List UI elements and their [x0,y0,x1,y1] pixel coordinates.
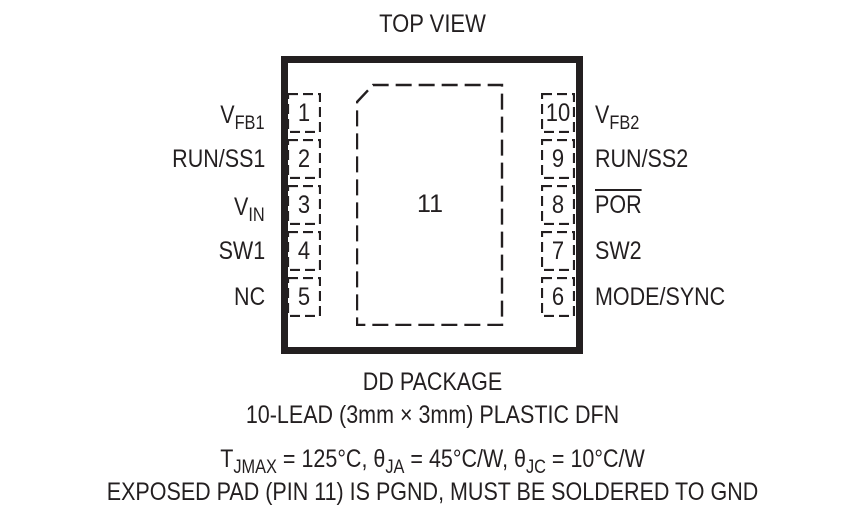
pin-label: POR [595,185,642,225]
pin-label: MODE/SYNC [595,283,726,311]
pin-pad-outline [541,231,575,271]
pin-label: SW2 [595,237,642,265]
pin-label: VIN [234,193,265,226]
exposed-pad-note: EXPOSED PAD (PIN 11) IS PGND, MUST BE SO… [106,478,759,506]
pin-pad-outline [287,139,321,179]
exposed-pad-number: 11 [417,190,443,218]
pin-number: 7 [551,237,565,265]
pin-number: 9 [551,145,565,173]
pin-number: 3 [297,191,311,219]
package-outline [281,56,583,354]
pin-label: VFB2 [595,101,640,134]
pin-number: 4 [297,237,311,265]
pin-number: 10 [545,99,571,127]
pin-label: RUN/SS2 [595,145,689,173]
diagram-title: TOP VIEW [379,10,486,38]
pin-pad-outline [541,139,575,179]
pin-pad-outline [541,185,575,225]
pin-label: SW1 [218,237,265,265]
pin-pad-outline [287,231,321,271]
pin-number: 1 [297,99,311,127]
pin-number: 6 [551,283,565,311]
pin-pad-outline [287,93,321,133]
active-low-overbar-label: POR [595,191,642,219]
pin-label: RUN/SS1 [171,145,265,173]
thermal-specs: TJMAX = 125°C, θJA = 45°C/W, θJC = 10°C/… [220,445,645,478]
package-description: 10-LEAD (3mm × 3mm) PLASTIC DFN [245,401,620,429]
pin-number: 5 [297,283,311,311]
pin-label: NC [233,283,265,311]
pin-label: VFB1 [220,101,265,134]
pin-pad-outline [287,185,321,225]
pin-pad-outline [541,93,575,133]
pin-pad-outline [541,277,575,317]
pin-pad-outline [287,277,321,317]
pin-number: 8 [551,191,565,219]
package-name: DD PACKAGE [362,368,503,396]
pin-number: 2 [297,145,311,173]
